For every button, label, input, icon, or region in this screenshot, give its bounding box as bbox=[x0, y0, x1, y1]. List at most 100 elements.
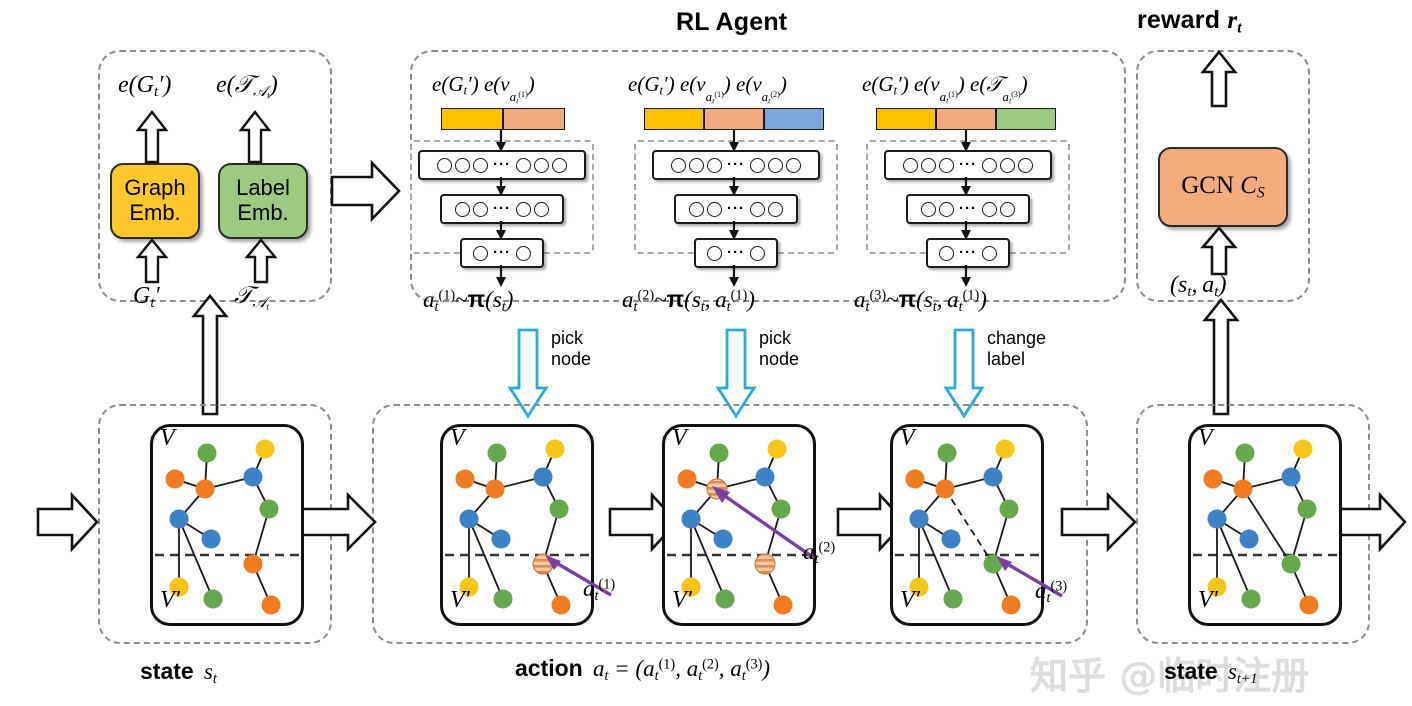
neuron bbox=[921, 201, 936, 217]
action1-pointer-arrow bbox=[545, 555, 612, 597]
gcn-input-label: (st, at) bbox=[1170, 272, 1227, 301]
policy2-output-arrow bbox=[729, 265, 739, 287]
policy2-bar-node2-segment bbox=[764, 108, 824, 130]
policy1-input-label: e(Gt′) e(vat(1)) bbox=[432, 72, 535, 105]
neuron bbox=[939, 157, 954, 173]
policy3-output-arrow bbox=[961, 265, 971, 287]
outflow-arrow bbox=[1338, 491, 1407, 553]
watermark: 知乎 @临时注册 bbox=[1030, 654, 1310, 698]
policy1-layer-3: ··· bbox=[460, 238, 544, 268]
ellipsis: ··· bbox=[493, 244, 511, 261]
label-embedding-label-line2: Emb. bbox=[237, 200, 289, 225]
policy1-layer-2: ··· bbox=[440, 194, 564, 224]
policy3-layer2-to-layer3-arrow bbox=[961, 221, 971, 240]
state-caption: state st bbox=[140, 658, 217, 687]
action2-graph-bottom-label: V′ bbox=[672, 587, 692, 613]
neuron bbox=[689, 157, 704, 173]
action3-graph-card[interactable]: V V′ bbox=[890, 424, 1044, 626]
neuron bbox=[473, 201, 488, 217]
policy2-layer-3: ··· bbox=[694, 238, 778, 268]
action1-graph-card[interactable]: V V′ bbox=[440, 424, 594, 626]
label-embedding-box[interactable]: Label Emb. bbox=[218, 163, 308, 239]
policy1-bar-graph-segment bbox=[441, 108, 503, 130]
state-graph-svg bbox=[155, 439, 299, 615]
neuron bbox=[768, 157, 783, 173]
neuron bbox=[982, 201, 997, 217]
policy3-bar-node1-segment bbox=[936, 108, 996, 130]
action3-graph-svg bbox=[895, 439, 1039, 615]
graph-embedding-label-line2: Emb. bbox=[129, 200, 181, 225]
neuron bbox=[921, 157, 936, 173]
graph-embedding-label-line1: Graph bbox=[124, 175, 186, 201]
transition-label-1: pick node bbox=[551, 328, 591, 369]
neuron bbox=[1000, 157, 1015, 173]
policy2-bar-to-layer1-arrow bbox=[729, 130, 739, 152]
neuron bbox=[939, 201, 954, 217]
label-embedding-output-label: e(𝒯𝒜t) bbox=[216, 72, 278, 101]
transition-label-3-line2: label bbox=[987, 348, 1026, 369]
action-caption: action at = (at(1), at(2), at(3)) bbox=[515, 655, 771, 684]
neuron bbox=[750, 201, 765, 217]
ellipsis: ··· bbox=[727, 244, 745, 261]
policy2-output-label: at(2)~π(st, at(1)) bbox=[622, 286, 755, 315]
neuron bbox=[534, 157, 549, 173]
policy1-layer1-to-layer2-arrow bbox=[496, 177, 506, 196]
neuron bbox=[516, 157, 531, 173]
neuron bbox=[671, 157, 686, 173]
neuron bbox=[516, 201, 531, 217]
state-graph-card[interactable]: V V′ bbox=[150, 424, 304, 626]
label-emb-out-arrow bbox=[238, 110, 272, 164]
neuron bbox=[534, 201, 549, 217]
neuron bbox=[707, 245, 722, 261]
policy1-bar-node1-segment bbox=[503, 108, 565, 130]
policy2-layer1-to-layer2-arrow bbox=[729, 177, 739, 196]
policy3-bar-graph-segment bbox=[876, 108, 936, 130]
label-emb-in-arrow bbox=[244, 238, 278, 284]
neuron bbox=[982, 157, 997, 173]
ellipsis: ··· bbox=[959, 200, 977, 217]
graph-emb-out-arrow bbox=[135, 110, 169, 164]
policy2-bar-node1-segment bbox=[704, 108, 764, 130]
transition-arrow-2 bbox=[715, 328, 757, 419]
transition-arrow-3 bbox=[943, 328, 985, 419]
policy3-output-label: at(3)~π(st, at(1)) bbox=[854, 286, 987, 315]
action2-graph-top-label: V bbox=[672, 425, 687, 451]
neuron bbox=[786, 157, 801, 173]
action1-label: at(1) bbox=[583, 576, 616, 604]
ellipsis: ··· bbox=[727, 200, 745, 217]
action3-graph-bottom-label: V′ bbox=[900, 587, 920, 613]
state-graph-bottom-label: V′ bbox=[160, 587, 180, 613]
next-state-graph-card[interactable]: V V′ bbox=[1188, 424, 1342, 626]
neuron bbox=[473, 157, 488, 173]
policy2-layer-2: ··· bbox=[674, 194, 798, 224]
action2-graph-card[interactable]: V V′ bbox=[662, 424, 816, 626]
transition-label-2-line1: pick bbox=[759, 328, 792, 348]
neuron bbox=[750, 157, 765, 173]
neuron bbox=[982, 245, 997, 261]
next-state-graph-svg bbox=[1193, 439, 1337, 615]
embedding-to-agent-arrow bbox=[330, 159, 401, 223]
input-to-gcn-arrow bbox=[1200, 225, 1238, 276]
action3-label: at(3) bbox=[1035, 578, 1068, 606]
state-to-embedding-arrow bbox=[191, 293, 229, 416]
policy1-bar-to-layer1-arrow bbox=[496, 130, 506, 152]
next-state-caption: state st+1 bbox=[1164, 658, 1258, 687]
action2-label: at(2) bbox=[803, 539, 836, 567]
graph-embedding-output-label: e(Gt′) bbox=[118, 72, 172, 101]
action2-pointer-arrow bbox=[712, 486, 815, 560]
gcn-box[interactable]: GCN CS bbox=[1158, 147, 1288, 227]
action-to-next-state-arrow bbox=[1060, 491, 1137, 553]
policy3-layer-3: ··· bbox=[926, 238, 1010, 268]
policy2-layer2-to-layer3-arrow bbox=[729, 221, 739, 240]
policy3-bar-label-segment bbox=[996, 108, 1056, 130]
neuron bbox=[768, 201, 783, 217]
graph-embedding-box[interactable]: Graph Emb. bbox=[110, 163, 200, 239]
neuron bbox=[939, 245, 954, 261]
gcn-to-reward-arrow bbox=[1200, 49, 1238, 108]
inflow-arrow bbox=[36, 491, 99, 553]
transition-label-1-line1: pick bbox=[551, 328, 584, 348]
policy1-layer2-to-layer3-arrow bbox=[496, 221, 506, 240]
reward-title: reward rt bbox=[1137, 6, 1242, 37]
label-embedding-input-label: 𝒯𝒜t bbox=[234, 283, 270, 312]
next-state-graph-bottom-label: V′ bbox=[1198, 587, 1218, 613]
